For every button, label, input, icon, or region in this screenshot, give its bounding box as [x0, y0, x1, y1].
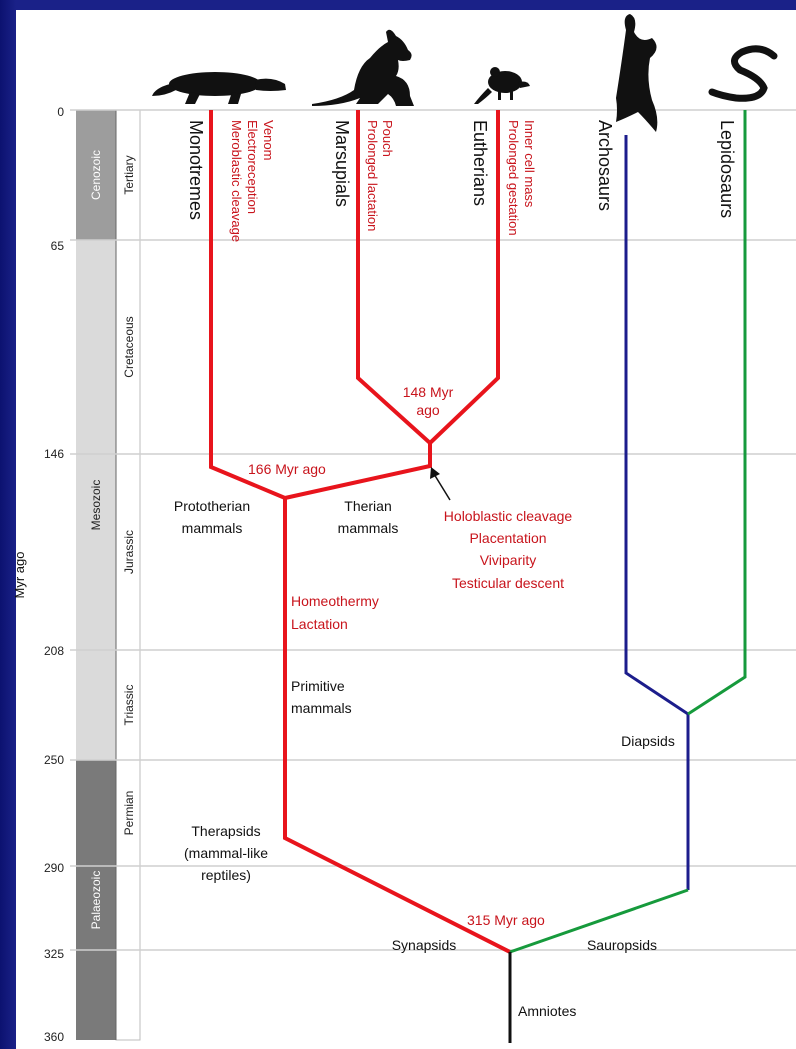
era-mesozoic-block	[76, 240, 116, 760]
trait-inner-cell-mass: Inner cell mass	[522, 120, 537, 208]
group-primitive-line1: Primitive	[291, 678, 345, 694]
group-sauropsids: Sauropsids	[587, 937, 657, 953]
node-label-148-line2: ago	[416, 402, 440, 418]
tick-label-146: 146	[44, 447, 64, 461]
era-label-cenozoic: Cenozoic	[89, 150, 103, 200]
tick-label-65: 65	[51, 239, 65, 253]
period-label-permian: Permian	[122, 791, 136, 836]
sauropsid-stem	[509, 888, 689, 954]
eutherian-branch	[428, 110, 500, 445]
kangaroo-icon	[312, 29, 414, 106]
mammal-lineage	[209, 110, 511, 954]
trait-lactation: Lactation	[291, 616, 348, 632]
slide-edge	[0, 0, 16, 1049]
group-therapsids-line2: (mammal-like	[184, 845, 268, 861]
tick-label-360: 360	[44, 1030, 64, 1044]
monotreme-branch	[209, 110, 286, 500]
trait-venom: Venom	[261, 120, 276, 160]
group-diapsids: Diapsids	[621, 733, 675, 749]
group-prototherian-line1: Prototherian	[174, 498, 250, 514]
taxon-lepidosaurs: Lepidosaurs	[717, 120, 737, 218]
trait-viviparity: Viviparity	[480, 552, 537, 568]
bird-icon	[616, 14, 658, 132]
node-label-166: 166 Myr ago	[248, 461, 326, 477]
node-label-148-line1: 148 Myr	[403, 384, 454, 400]
taxon-marsupials: Marsupials	[332, 120, 352, 207]
archosaur-lineage	[624, 135, 690, 890]
trait-prolonged-lactation: Prolonged lactation	[365, 120, 380, 231]
tick-label-325: 325	[44, 947, 64, 961]
lepidosaur-lineage	[509, 110, 747, 954]
taxon-archosaurs: Archosaurs	[595, 120, 615, 211]
platypus-icon	[152, 72, 286, 104]
trait-placentation: Placentation	[469, 530, 546, 546]
era-label-mesozoic: Mesozoic	[89, 480, 103, 531]
period-label-jurassic: Jurassic	[122, 530, 136, 574]
era-palaeozoic-block	[76, 760, 116, 1040]
y-axis-ticks: 0 65 146 208 250 290 325 360	[44, 105, 64, 1044]
group-prototherian-line2: mammals	[182, 520, 243, 536]
period-label-triassic: Triassic	[122, 685, 136, 726]
tick-label-208: 208	[44, 644, 64, 658]
era-cenozoic-block	[76, 110, 116, 240]
trait-prolonged-gestation: Prolonged gestation	[506, 120, 521, 236]
therian-stem	[284, 443, 432, 500]
synapsid-stem	[283, 498, 511, 954]
mouse-icon	[474, 67, 530, 104]
group-primitive-line2: mammals	[291, 700, 352, 716]
period-boundaries	[70, 109, 796, 951]
era-column	[76, 109, 141, 1041]
group-therian-line2: mammals	[338, 520, 399, 536]
taxon-monotremes: Monotremes	[186, 120, 206, 220]
trait-homeothermy: Homeothermy	[291, 593, 379, 609]
trait-pouch: Pouch	[380, 120, 395, 157]
node-label-315: 315 Myr ago	[467, 912, 545, 928]
tick-label-250: 250	[44, 753, 64, 767]
trait-testicular-descent: Testicular descent	[452, 575, 564, 591]
tick-label-0: 0	[57, 105, 64, 119]
y-axis-label: Myr ago	[12, 552, 27, 599]
marsupial-branch	[356, 110, 432, 445]
group-therapsids-line1: Therapsids	[191, 823, 260, 839]
therian-node-arrow	[430, 467, 451, 501]
period-label-cretaceous: Cretaceous	[122, 316, 136, 377]
period-label-tertiary: Tertiary	[122, 155, 136, 194]
taxon-eutherians: Eutherians	[470, 120, 490, 206]
era-label-palaeozoic: Palaeozoic	[89, 871, 103, 930]
group-therian-line1: Therian	[344, 498, 391, 514]
figure-panel	[16, 10, 796, 1049]
trait-holoblastic-cleavage: Holoblastic cleavage	[444, 508, 573, 524]
trait-meroblastic-cleavage: Meroblastic cleavage	[229, 120, 244, 242]
group-therapsids-line3: reptiles)	[201, 867, 251, 883]
group-amniotes: Amniotes	[518, 1003, 576, 1019]
tick-label-290: 290	[44, 861, 64, 875]
lepidosaur-branch	[687, 110, 747, 716]
archosaur-branch	[624, 135, 689, 716]
trait-electroreception: Electroreception	[245, 120, 260, 214]
group-synapsids: Synapsids	[392, 937, 457, 953]
snake-icon	[708, 45, 778, 102]
